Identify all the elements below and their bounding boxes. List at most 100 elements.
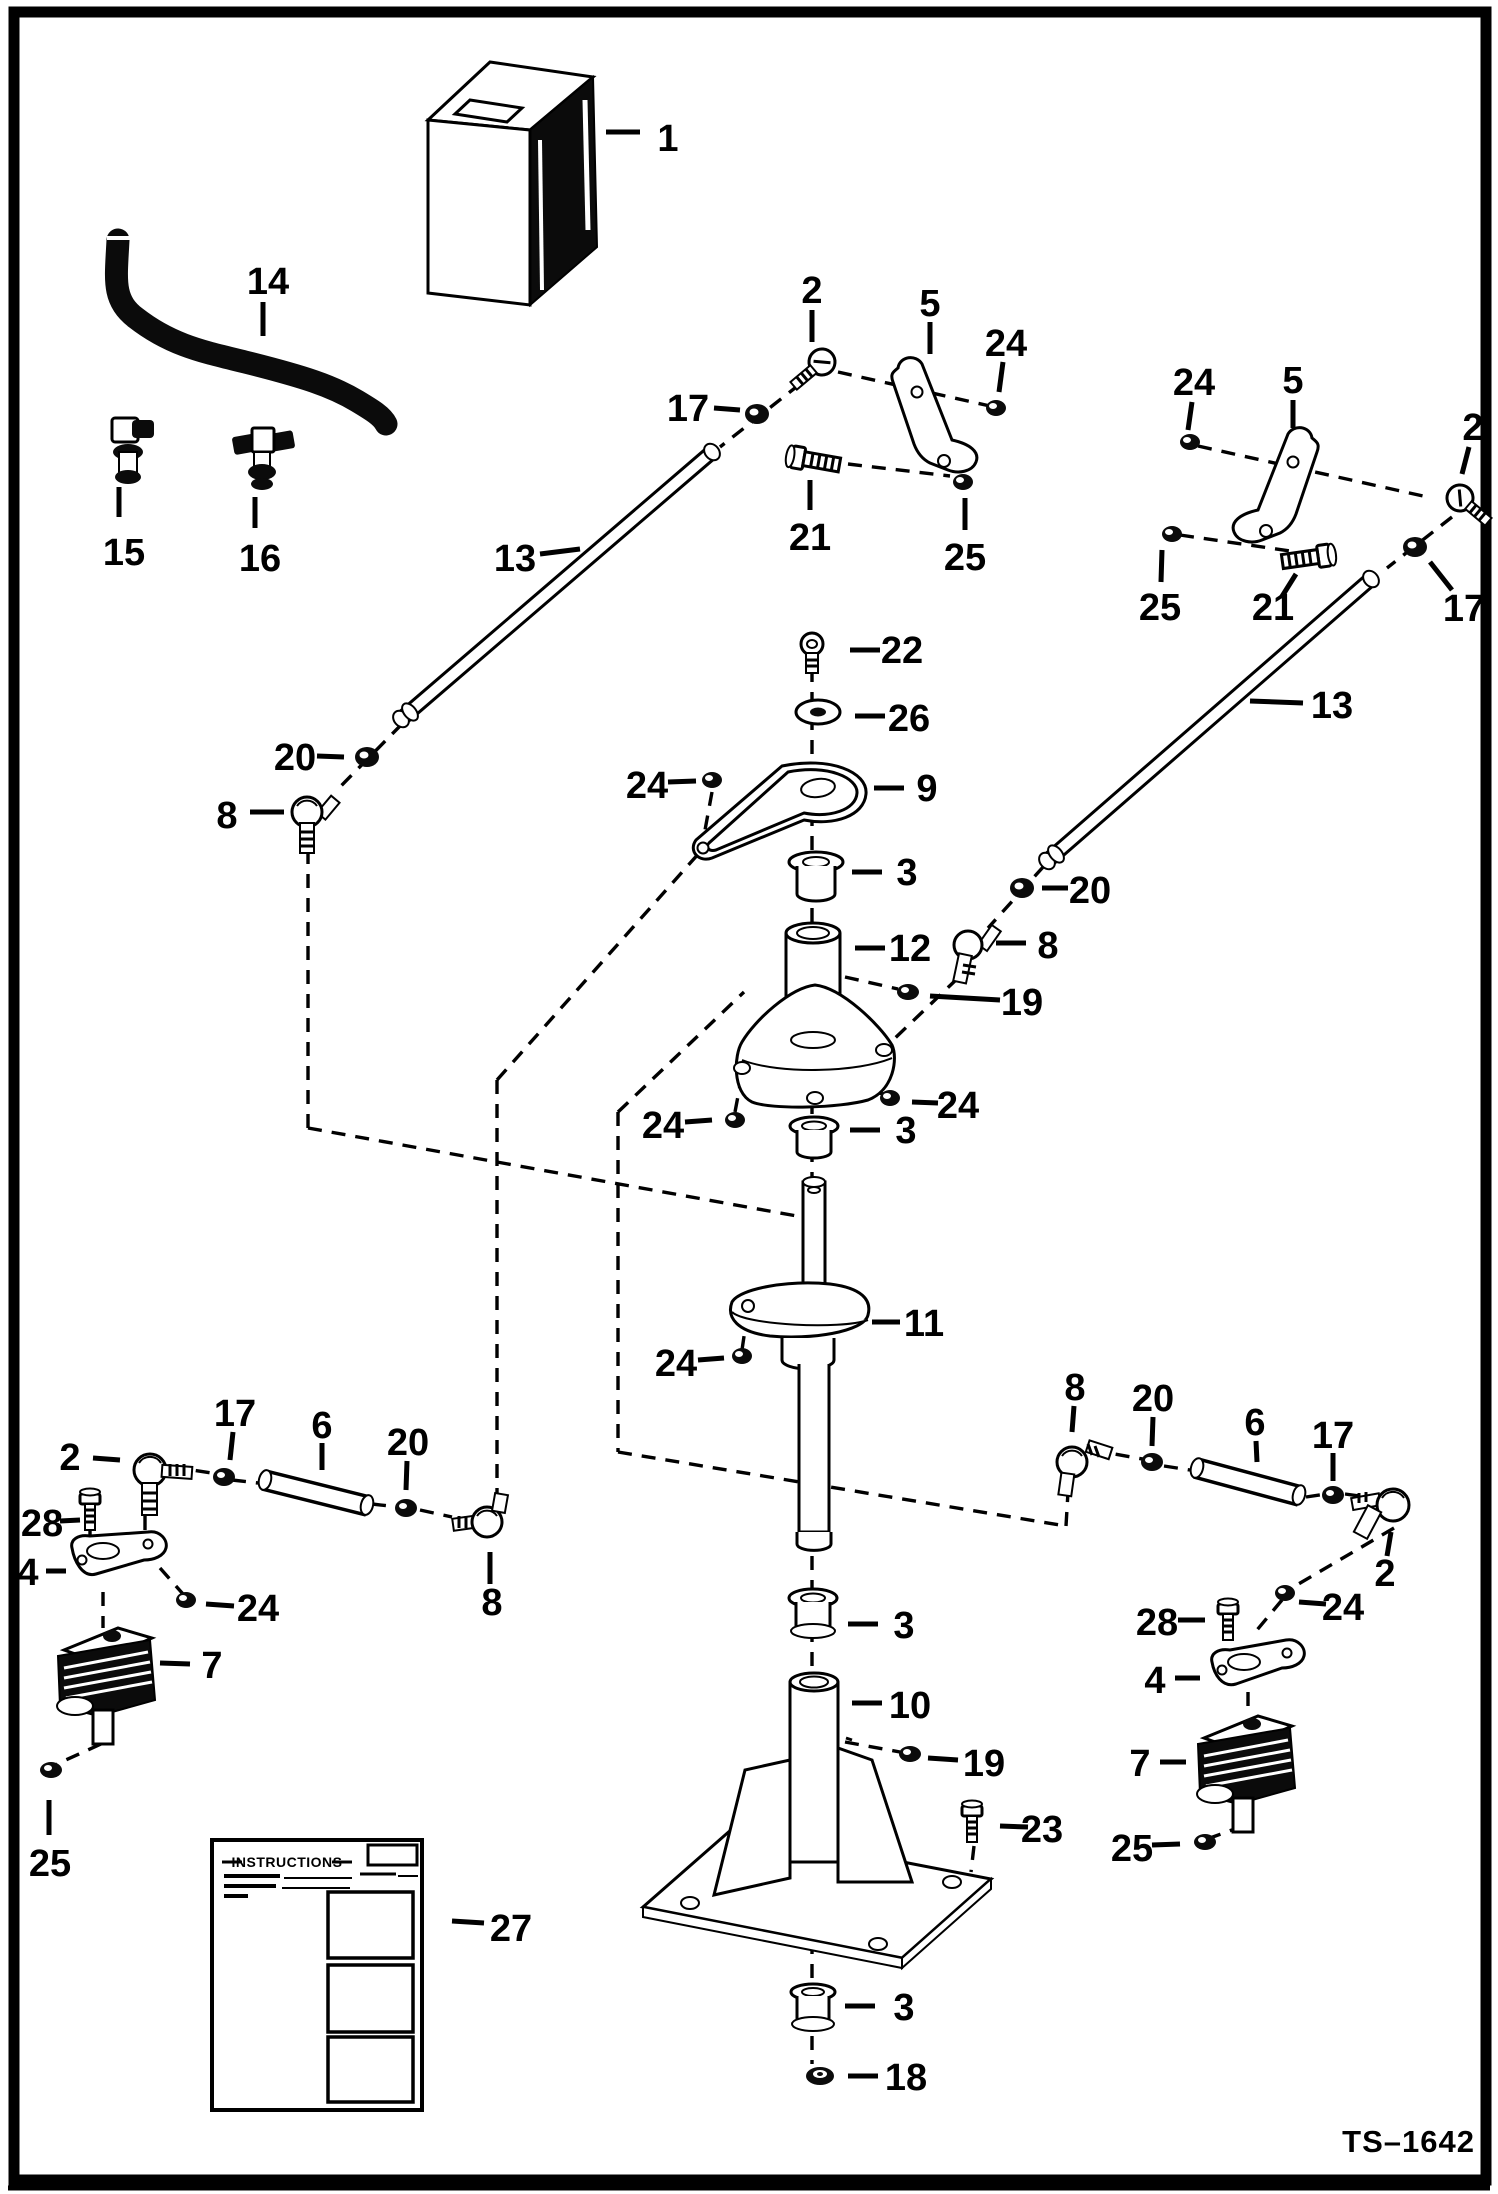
locknut-part-18 bbox=[806, 2067, 834, 2085]
nut-part-24-mid-upper bbox=[702, 772, 722, 788]
callout-24: 24 bbox=[1173, 362, 1215, 404]
callout-leader-24 bbox=[205, 1601, 235, 1609]
callout-leader-2 bbox=[1459, 446, 1472, 475]
bracket-part-5-left bbox=[890, 356, 979, 474]
nut-part-25-lowleft bbox=[40, 1762, 62, 1778]
callout-20: 20 bbox=[1069, 870, 1111, 912]
hex-bolt-part-28-left bbox=[78, 1487, 102, 1531]
callout-20: 20 bbox=[274, 737, 316, 779]
callout-leader-23 bbox=[999, 1823, 1029, 1830]
callout-24: 24 bbox=[642, 1105, 684, 1147]
callout-leader-25 bbox=[1158, 549, 1165, 583]
nut-part-19-mid bbox=[897, 984, 919, 1000]
callout-14: 14 bbox=[247, 261, 289, 303]
callout-17: 17 bbox=[1312, 1415, 1354, 1457]
callout-2: 2 bbox=[1462, 407, 1483, 449]
ball-bolt-part-2-topright bbox=[1445, 483, 1493, 528]
nut-part-24-lowright bbox=[1275, 1585, 1295, 1601]
ball-joint-part-2-lowleft bbox=[132, 1452, 194, 1516]
callout-24: 24 bbox=[237, 1588, 279, 1630]
callout-24: 24 bbox=[655, 1343, 697, 1385]
callout-2: 2 bbox=[59, 1437, 80, 1479]
callout-10: 10 bbox=[889, 1685, 931, 1727]
callout-leader-13 bbox=[1249, 698, 1304, 706]
callout-7: 7 bbox=[1129, 1743, 1150, 1785]
callout-5: 5 bbox=[919, 283, 940, 325]
callout-25: 25 bbox=[1139, 587, 1181, 629]
nut-part-20-lowright bbox=[1141, 1453, 1163, 1471]
steering-arm-part-4-left bbox=[70, 1530, 168, 1577]
callout-8: 8 bbox=[216, 795, 237, 837]
callout-8: 8 bbox=[481, 1582, 502, 1624]
callout-leader-20 bbox=[316, 753, 345, 760]
callout-13: 13 bbox=[494, 538, 536, 580]
callout-leader-6 bbox=[1253, 1440, 1260, 1463]
callout-21: 21 bbox=[1252, 587, 1294, 629]
spacer-part-6-left bbox=[257, 1469, 375, 1517]
callout-3: 3 bbox=[895, 1110, 916, 1152]
callout-13: 13 bbox=[1311, 685, 1353, 727]
callout-leader-24 bbox=[1185, 401, 1195, 431]
callout-28: 28 bbox=[1136, 1602, 1178, 1644]
callout-9: 9 bbox=[916, 768, 937, 810]
bushing-part-3-mid bbox=[788, 1115, 840, 1160]
callout-17: 17 bbox=[667, 388, 709, 430]
kit-box-part-1 bbox=[424, 60, 599, 308]
callout-leader-24 bbox=[1298, 1599, 1327, 1607]
callout-leader-20 bbox=[403, 1460, 410, 1491]
callout-20: 20 bbox=[387, 1422, 429, 1464]
callout-3: 3 bbox=[896, 852, 917, 894]
callout-20: 20 bbox=[1132, 1378, 1174, 1420]
callout-23: 23 bbox=[1021, 1809, 1063, 1851]
callout-leader-17 bbox=[1428, 560, 1454, 592]
elbow-fitting-part-15 bbox=[110, 416, 154, 484]
ball-joint-part-8-lowright bbox=[1055, 1439, 1114, 1498]
hose-part-14 bbox=[104, 228, 398, 436]
callout-6: 6 bbox=[1244, 1402, 1265, 1444]
callout-8: 8 bbox=[1037, 925, 1058, 967]
nut-part-25-topleft bbox=[953, 474, 973, 490]
bushing-part-3-lower bbox=[787, 1587, 839, 1639]
callout-12: 12 bbox=[889, 928, 931, 970]
callout-leader-24 bbox=[996, 361, 1006, 393]
pivot-tube-part-12 bbox=[733, 921, 896, 1109]
callout-4: 4 bbox=[17, 1552, 38, 1594]
hex-bolt-part-21-left bbox=[784, 444, 843, 474]
callout-leader-19 bbox=[929, 993, 1001, 1003]
steering-arm-part-4-right bbox=[1210, 1638, 1306, 1687]
ball-joint-part-2-lowright bbox=[1350, 1487, 1411, 1541]
callout-leader-7 bbox=[159, 1660, 191, 1667]
callout-25: 25 bbox=[1111, 1828, 1153, 1870]
washer-part-17-lowright bbox=[1322, 1486, 1344, 1504]
page-border bbox=[8, 6, 1492, 2191]
ball-bolt-part-2-topleft bbox=[789, 347, 837, 392]
callout-5: 5 bbox=[1282, 360, 1303, 402]
nut-part-24-mid-right bbox=[880, 1090, 900, 1106]
callout-24: 24 bbox=[626, 765, 668, 807]
steering-lever-part-9 bbox=[691, 761, 868, 861]
nut-part-24-topleft bbox=[986, 400, 1006, 416]
ball-joint-part-8-midleft bbox=[290, 794, 341, 854]
callout-24: 24 bbox=[985, 323, 1027, 365]
bushing-part-3-upper bbox=[787, 850, 845, 903]
callout-17: 17 bbox=[1443, 588, 1485, 630]
nut-part-24-topright bbox=[1180, 434, 1200, 450]
nut-part-20-midright bbox=[1010, 878, 1034, 898]
ball-joint-part-8-midright bbox=[952, 923, 1003, 985]
bracket-part-5-right bbox=[1231, 426, 1320, 544]
callout-18: 18 bbox=[885, 2057, 927, 2099]
callout-leader-25 bbox=[1151, 1841, 1181, 1848]
callout-8: 8 bbox=[1064, 1367, 1085, 1409]
ball-joint-part-8-lowleft bbox=[451, 1491, 510, 1539]
callout-7: 7 bbox=[201, 1645, 222, 1687]
pivot-shaft-part-11 bbox=[729, 1176, 871, 1552]
socket-screw-part-22 bbox=[799, 631, 825, 674]
callout-leader-28 bbox=[59, 1517, 81, 1524]
hex-bolt-part-21-right bbox=[1279, 542, 1338, 571]
instruction-sheet-part-27: INSTRUCTIONS bbox=[210, 1838, 424, 2112]
callout-leader-19 bbox=[927, 1755, 959, 1763]
nut-part-24-mid-left bbox=[725, 1112, 745, 1128]
washer-part-17-lowleft bbox=[213, 1468, 235, 1486]
